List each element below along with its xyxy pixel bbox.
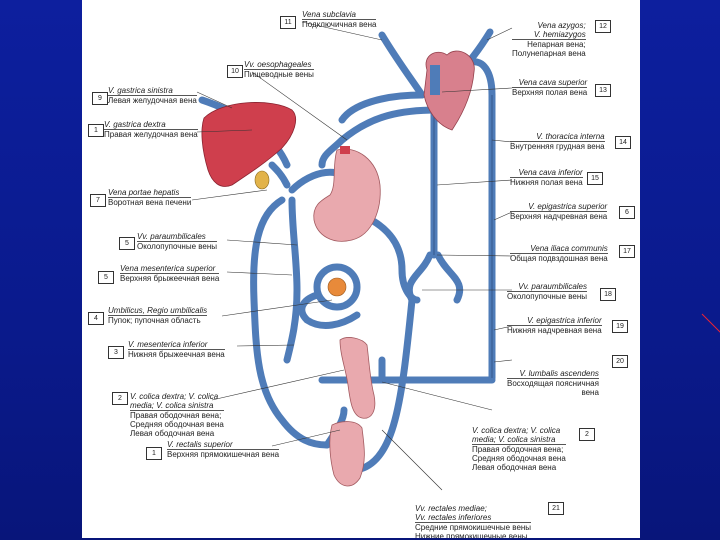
oesophagus-shape: [340, 146, 350, 154]
number-badge: 18: [600, 288, 616, 301]
vena-cava-superior-shape: [430, 65, 440, 95]
v-lumbalis-vessel: [348, 296, 416, 474]
umbilical-venous-ring: [313, 263, 361, 311]
number-badge: 7: [90, 194, 106, 207]
umbilicus-shape: [327, 277, 347, 297]
iliac-right-vessel: [434, 251, 464, 304]
corner-decoration-line: [700, 312, 720, 336]
label-v-colica-left: V. colica dextra; V. colica media; V. co…: [130, 392, 224, 438]
number-badge: 20: [612, 355, 628, 368]
number-badge: 15: [587, 172, 603, 185]
number-badge: 10: [227, 65, 243, 78]
number-badge: 17: [619, 245, 635, 258]
number-badge: 2: [579, 428, 595, 441]
label-v-colica-right: V. colica dextra; V. colica media; V. co…: [472, 426, 566, 472]
number-badge: 4: [88, 312, 104, 325]
oesophageal-veins-vessel: [318, 106, 441, 169]
gallbladder-shape: [254, 170, 270, 190]
left-descending-vessel: [250, 196, 331, 449]
thoracic-left-vessel: [338, 91, 426, 124]
rectum-shape: [329, 421, 365, 487]
number-badge: 21: [548, 502, 564, 515]
v-mesenterica-superior-vessel: [283, 196, 301, 364]
vena-subclavia-vessel: [378, 31, 426, 99]
number-badge: 3: [108, 346, 124, 359]
stomach-shape: [313, 148, 381, 242]
number-badge: 19: [612, 320, 628, 333]
number-badge: 13: [595, 84, 611, 97]
number-badge: 9: [92, 92, 108, 105]
label-vv-rectales: Vv. rectales mediae; Vv. rectales inferi…: [415, 486, 532, 538]
number-badge: 1: [146, 447, 162, 460]
liver-shape: [201, 102, 296, 187]
number-badge: 11: [280, 16, 296, 29]
colon-shape: [339, 337, 376, 419]
number-badge: 5: [119, 237, 135, 250]
number-badge: 1: [88, 124, 104, 137]
portal-system-drawing: [191, 21, 513, 491]
number-badge: 14: [615, 136, 631, 149]
number-badge: 12: [595, 20, 611, 33]
para-umbilical-vessel: [298, 291, 361, 329]
leader-lines: [191, 21, 513, 491]
number-badge: 5: [98, 271, 114, 284]
iliac-left-vessel: [405, 251, 434, 304]
vena-portae-vessel: [268, 161, 291, 189]
number-badge: 6: [619, 206, 635, 219]
number-badge: 2: [112, 392, 128, 405]
